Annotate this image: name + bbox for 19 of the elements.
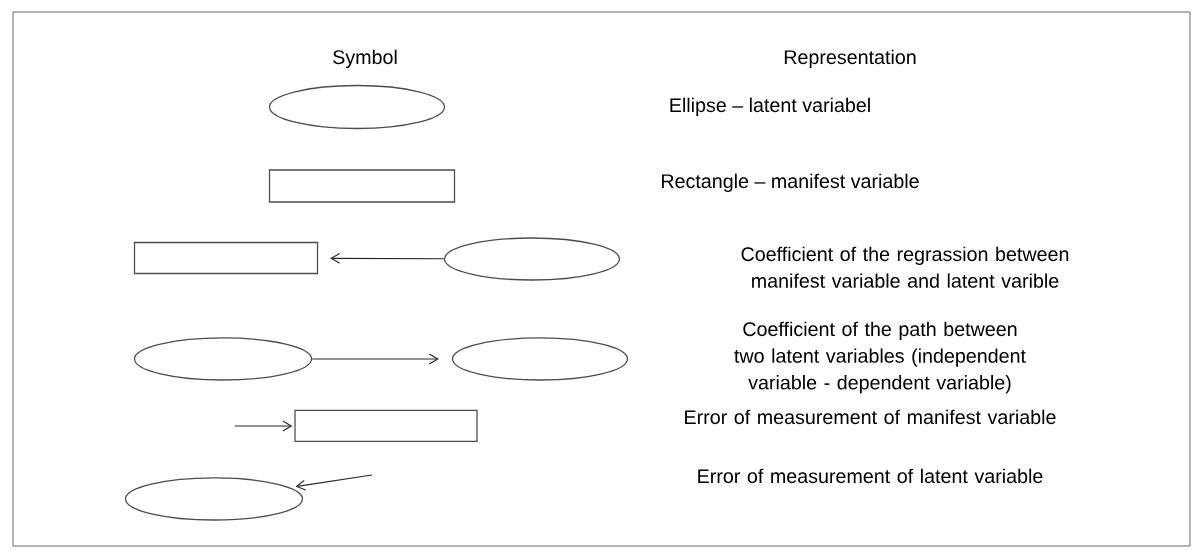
column-heading: Representation [784, 49, 916, 68]
ellipse-symbol [133, 337, 313, 381]
ellipse-symbol [124, 477, 304, 521]
description-text: Rectangle – manifest variable [662, 173, 919, 192]
arrow [234, 420, 293, 432]
description-text: Error of measurement of latent variable [698, 468, 1043, 484]
description-text: Coefficient of the regrassion between manifest variable and latent varible [741, 246, 1069, 288]
description-text: Error of measurement of manifest variable [685, 409, 1056, 425]
ellipse-symbol [443, 237, 621, 281]
rectangle-symbol [268, 169, 456, 203]
ellipse-symbol [268, 84, 446, 130]
arrow [311, 353, 439, 365]
arrow [330, 252, 445, 264]
description-text: Coefficient of the path between two latent variables (independent variable - dependent variable) [734, 321, 1026, 394]
description-text: Ellipse – latent variabel [670, 97, 870, 116]
arrow [295, 474, 373, 491]
ellipse-symbol [451, 337, 629, 381]
rectangle-symbol [133, 241, 319, 275]
rectangle-symbol [294, 409, 478, 443]
